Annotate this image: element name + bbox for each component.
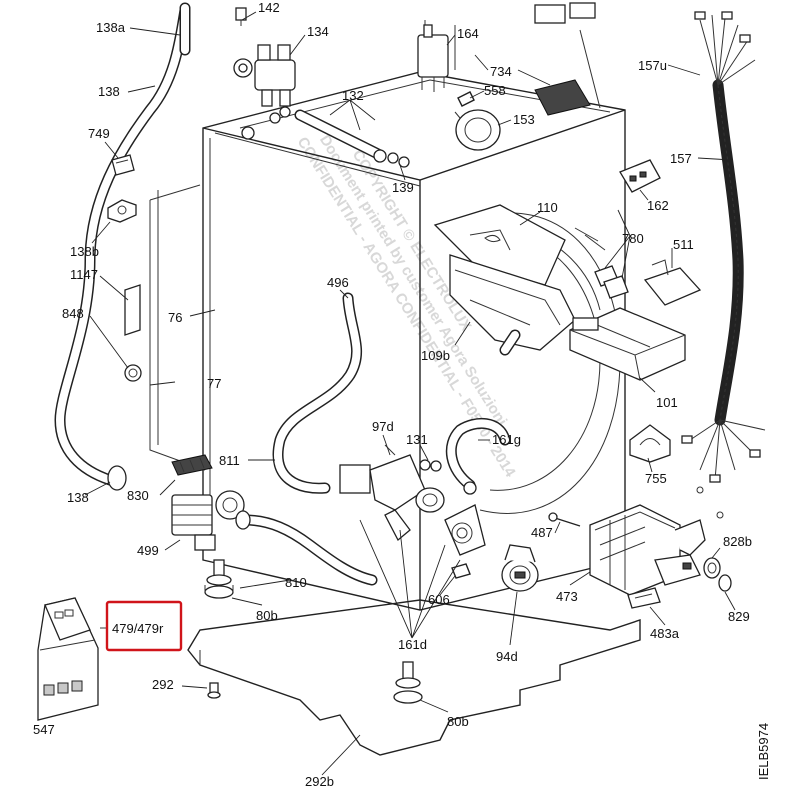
label-811: 811 (219, 453, 240, 468)
label-97d: 97d (372, 419, 394, 434)
label-780: 780 (622, 231, 644, 246)
label-134: 134 (307, 24, 329, 39)
label-131: 131 (406, 432, 428, 447)
drain-pump-97d (339, 444, 445, 542)
filter-housing (444, 504, 486, 556)
bracket-511 (643, 259, 702, 306)
clamp-131 (419, 459, 442, 472)
filter-94d (501, 544, 539, 592)
label-496: 496 (327, 275, 349, 290)
label-139: 139 (392, 180, 414, 195)
label-292: 292 (152, 677, 174, 692)
inlet-valve-134 (233, 44, 296, 107)
ring-829 (718, 574, 732, 592)
rear-panel-77 (149, 184, 206, 471)
label-848: 848 (62, 306, 84, 321)
hose-496 (272, 292, 363, 494)
hose-161g (445, 417, 511, 495)
grommet-848 (124, 364, 142, 382)
drain-hose-810 (235, 510, 378, 586)
clamp-830 (171, 454, 213, 476)
label-499: 499 (137, 543, 159, 558)
label-487: 487 (531, 525, 553, 540)
label-77: 77 (207, 376, 221, 391)
switch-162 (619, 159, 661, 193)
label-142: 142 (258, 0, 280, 15)
label-164: 164 (457, 26, 479, 41)
label-828b: 828b (723, 534, 752, 549)
label-483a: 483a (650, 626, 680, 641)
part-labels: 138a 142 134 164 734 157u 138 132 558 15… (33, 0, 771, 789)
label-138-lower: 138 (67, 490, 89, 505)
label-94d: 94d (496, 649, 518, 664)
clamp-139 (387, 152, 410, 168)
label-76: 76 (168, 310, 182, 325)
label-157: 157 (670, 151, 692, 166)
label-132: 132 (342, 88, 364, 103)
dispenser-cover-110 (433, 204, 566, 286)
dispenser-housing-109b (449, 254, 576, 356)
label-138a: 138a (96, 20, 126, 35)
label-749: 749 (88, 126, 110, 141)
top-components (534, 2, 596, 24)
bracket-1147 (124, 284, 141, 336)
highlight-box-479 (105, 600, 183, 652)
fill-hose-138 (54, 4, 191, 491)
label-157u: 157u (638, 58, 667, 73)
bracket-138b (107, 199, 137, 223)
label-161g: 161g (492, 432, 521, 447)
suppressor-164 (417, 24, 449, 92)
label-755: 755 (645, 471, 667, 486)
label-80b-upper: 80b (256, 608, 278, 623)
label-829: 829 (728, 609, 750, 624)
control-board-547 (37, 597, 99, 721)
clamp-606 (451, 563, 471, 579)
label-511: 511 (673, 237, 694, 252)
drawing-code: IELB5974 (756, 723, 771, 780)
bush-828b (703, 557, 721, 579)
label-1147: 1147 (70, 267, 98, 282)
foot-80b-upper (204, 559, 234, 599)
bracket-755 (629, 424, 671, 463)
base-plate-292b (187, 599, 641, 756)
pump-499 (171, 490, 245, 551)
label-830: 830 (127, 488, 149, 503)
terminal-483a (627, 587, 661, 609)
detergent-drawer-101 (569, 307, 686, 381)
label-138: 138 (98, 84, 120, 99)
label-101: 101 (656, 395, 678, 410)
label-558: 558 (484, 83, 506, 98)
label-153: 153 (513, 112, 535, 127)
label-138b: 138b (70, 244, 99, 259)
wire-harness-157 (681, 11, 766, 519)
pressure-switch-153 (454, 109, 501, 151)
label-734: 734 (490, 64, 512, 79)
label-473: 473 (556, 589, 578, 604)
motor-473 (589, 504, 706, 596)
label-547: 547 (33, 722, 55, 737)
screw-292 (207, 682, 221, 699)
label-479: 479/479r (112, 621, 164, 636)
label-161d: 161d (398, 637, 427, 652)
foot-80b-lower (393, 661, 423, 704)
panel-734 (534, 79, 591, 116)
screw-487 (548, 512, 581, 527)
leader-lines (84, 11, 736, 776)
label-109b: 109b (421, 348, 450, 363)
label-162: 162 (647, 198, 669, 213)
clip-749 (111, 154, 135, 176)
label-810: 810 (285, 575, 307, 590)
label-110: 110 (537, 200, 558, 215)
clip-558 (457, 91, 475, 107)
label-606: 606 (428, 592, 450, 607)
label-80b-lower: 80b (447, 714, 469, 729)
screw-142 (235, 7, 247, 26)
guides-780 (594, 265, 629, 299)
clamps-132 (241, 106, 387, 163)
label-292b: 292b (305, 774, 334, 789)
